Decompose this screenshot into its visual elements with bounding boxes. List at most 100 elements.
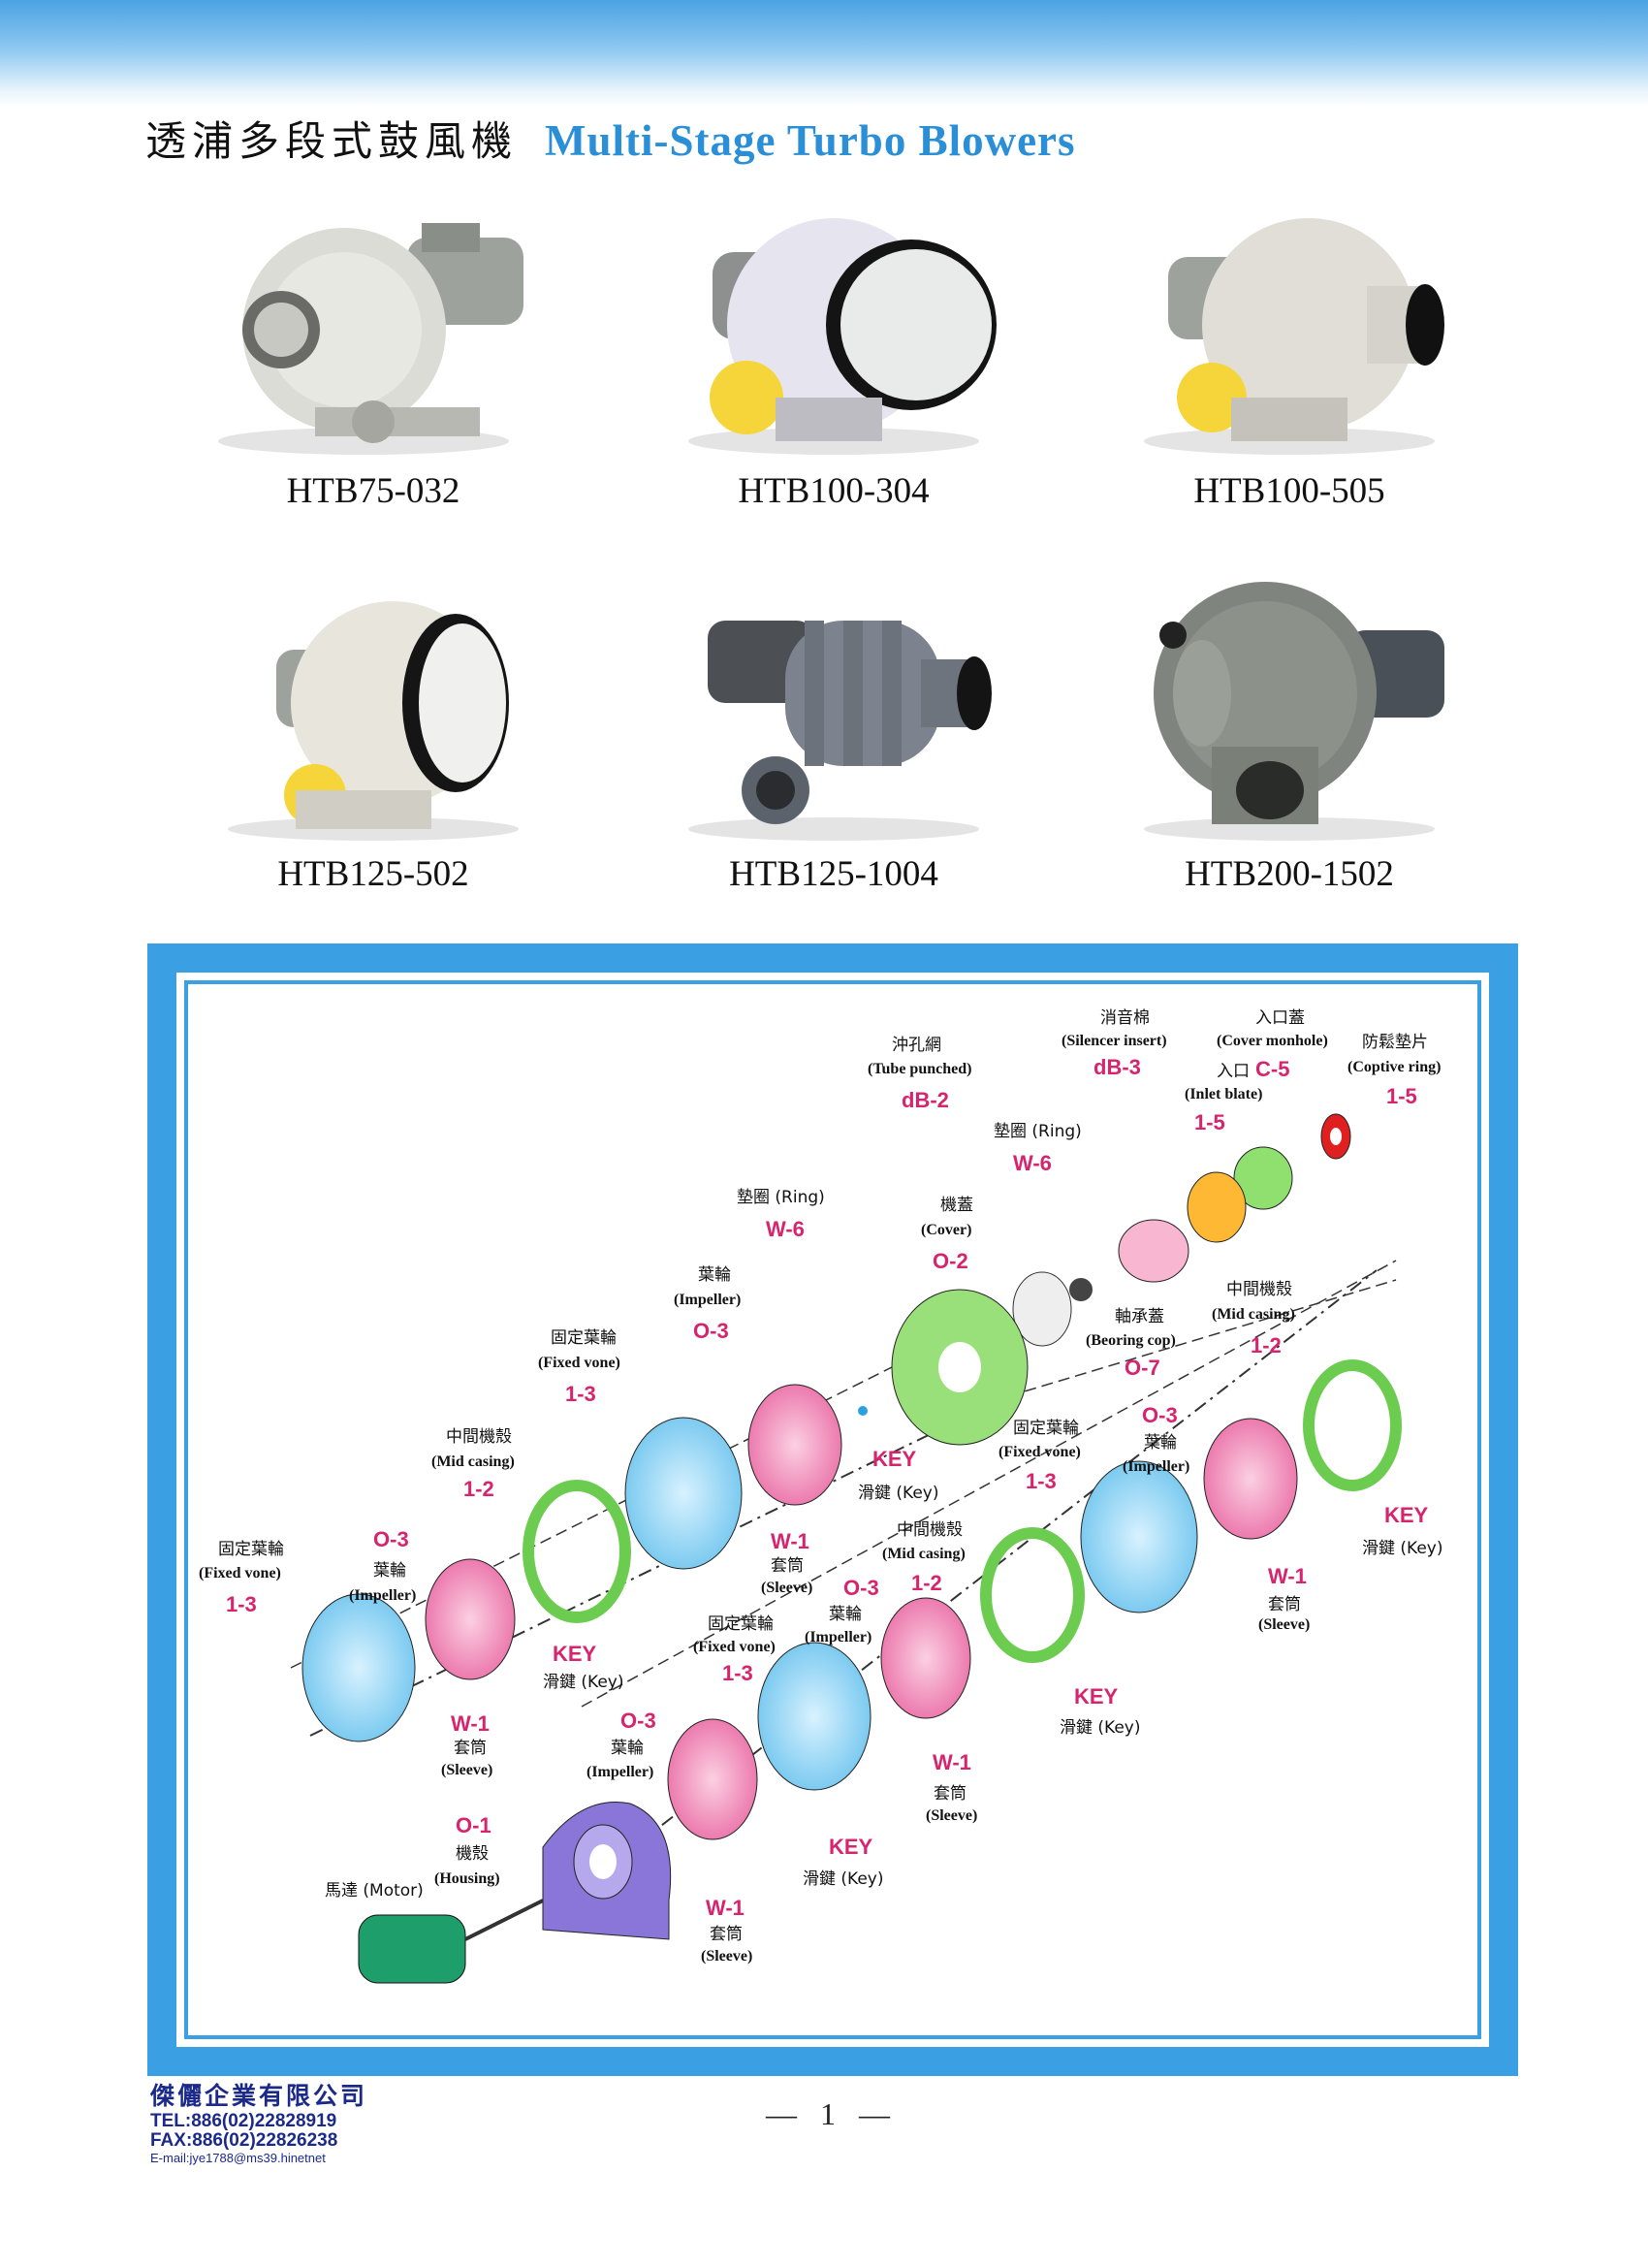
svg-text:KEY: KEY: [829, 1835, 873, 1859]
ring-plate: [1012, 1271, 1072, 1347]
label-key: 滑鍵 (Key) KEY: [1060, 1684, 1141, 1738]
label-fixed-vane: 固定葉輪 (Fixed vone) 1-3: [998, 1419, 1081, 1493]
svg-text:軸承蓋: 軸承蓋: [1115, 1307, 1164, 1326]
label-ring: 墊圈 (Ring) W-6: [994, 1122, 1082, 1175]
label-fixed-vane: 固定葉輪 (Fixed vone) 1-3: [693, 1614, 776, 1685]
title-zh: 透浦多段式鼓風機: [145, 117, 519, 165]
svg-text:套筒: 套筒: [1268, 1595, 1301, 1614]
label-key: 滑鍵 (Key) KEY: [543, 1642, 624, 1692]
label-sleeve: 套筒 (Sleeve) W-1: [701, 1896, 752, 1965]
blower-photo: [688, 218, 997, 455]
svg-text:O-3: O-3: [620, 1709, 656, 1733]
svg-text:W-1: W-1: [451, 1711, 490, 1736]
label-impeller: 葉輪 (Impeller) O-3: [805, 1576, 879, 1645]
impeller: [880, 1597, 971, 1719]
mid-casing: [980, 1527, 1085, 1663]
svg-text:固定葉輪: 固定葉輪: [1013, 1419, 1079, 1438]
label-cover: 機蓋 (Cover) O-2: [921, 1196, 973, 1273]
product-card: HTB125-1004: [620, 582, 1047, 895]
svg-text:滑鍵 (Key): 滑鍵 (Key): [858, 1484, 939, 1503]
svg-text:W-1: W-1: [706, 1896, 745, 1920]
label-sleeve: 套筒 (Sleeve) W-1: [926, 1750, 977, 1824]
exploded-diagram: 沖孔網 (Tube punched) dB-2 消音棉 (Silencer in…: [199, 1008, 1443, 1984]
product-card: HTB75-032: [160, 199, 586, 512]
label-motor: 馬達 (Motor): [325, 1881, 424, 1901]
motor: [358, 1914, 466, 1984]
svg-text:(Fixed vone): (Fixed vone): [199, 1565, 281, 1581]
silencer-insert: [1187, 1171, 1247, 1243]
label-sleeve: 套筒 (Sleeve) W-1: [761, 1529, 812, 1596]
svg-text:入口蓋: 入口蓋: [1255, 1008, 1305, 1028]
inlet-blate: [1233, 1146, 1293, 1210]
svg-text:(Sleeve): (Sleeve): [1258, 1616, 1310, 1633]
svg-text:(Impeller): (Impeller): [805, 1629, 872, 1645]
label-mid-casing: 中間機殼 (Mid casing) 1-2: [431, 1427, 515, 1501]
svg-text:滑鍵 (Key): 滑鍵 (Key): [543, 1673, 624, 1692]
svg-text:1-2: 1-2: [911, 1571, 942, 1595]
company-info: 傑儷企業有限公司 TEL:886(02)22828919 FAX:886(02)…: [150, 2077, 367, 2165]
svg-text:(Impeller): (Impeller): [586, 1764, 653, 1780]
product-model: HTB200-1502: [1185, 854, 1394, 894]
svg-text:(Sleeve): (Sleeve): [926, 1807, 977, 1824]
svg-text:dB-2: dB-2: [902, 1088, 949, 1112]
label-tube-punched: 沖孔網 (Tube punched) dB-2: [868, 1036, 971, 1112]
svg-text:入口: 入口: [1217, 1062, 1250, 1081]
svg-text:(Sleeve): (Sleeve): [441, 1762, 492, 1778]
shaft-axis: [309, 1395, 1009, 1737]
svg-text:O-3: O-3: [1142, 1403, 1178, 1427]
company-tel: TEL:886(02)22828919: [150, 2111, 337, 2131]
svg-text:(Silencer insert): (Silencer insert): [1062, 1033, 1167, 1049]
svg-text:中間機殼: 中間機殼: [897, 1520, 963, 1540]
svg-text:中間機殼: 中間機殼: [1226, 1280, 1292, 1299]
svg-text:(Mid casing): (Mid casing): [1212, 1306, 1295, 1323]
impeller: [425, 1558, 516, 1680]
page-title: 透浦多段式鼓風機 Multi-Stage Turbo Blowers: [145, 109, 1076, 167]
mid-casing: [523, 1480, 631, 1623]
svg-text:1-2: 1-2: [1251, 1333, 1282, 1358]
svg-text:dB-3: dB-3: [1093, 1055, 1141, 1079]
svg-text:1-3: 1-3: [565, 1382, 596, 1406]
svg-text:沖孔網: 沖孔網: [892, 1036, 941, 1055]
svg-text:滑鍵 (Key): 滑鍵 (Key): [803, 1869, 884, 1889]
product-model: HTB125-1004: [729, 854, 938, 894]
company-fax: FAX:886(02)22826238: [150, 2130, 338, 2151]
svg-text:W-6: W-6: [766, 1217, 805, 1241]
company-email: E-mail:jye1788@ms39.hinetnet: [150, 2151, 326, 2165]
blower-photo: [228, 601, 519, 841]
label-impeller: 葉輪 (Impeller) O-3: [349, 1527, 416, 1604]
svg-text:套筒: 套筒: [771, 1556, 804, 1576]
svg-text:機蓋: 機蓋: [940, 1196, 973, 1215]
svg-text:KEY: KEY: [872, 1447, 917, 1471]
svg-text:O-2: O-2: [933, 1249, 968, 1273]
svg-text:(Housing): (Housing): [434, 1870, 500, 1887]
svg-text:1-3: 1-3: [226, 1592, 257, 1616]
svg-text:(Fixed vone): (Fixed vone): [538, 1355, 620, 1371]
svg-text:墊圈 (Ring): 墊圈 (Ring): [994, 1122, 1082, 1141]
svg-text:W-6: W-6: [1013, 1151, 1052, 1175]
svg-text:1-2: 1-2: [463, 1477, 494, 1501]
svg-text:1-5: 1-5: [1194, 1110, 1225, 1134]
label-impeller: 葉輪 (Impeller) O-3: [586, 1709, 656, 1780]
svg-text:(Mid casing): (Mid casing): [431, 1453, 515, 1470]
header-band: [0, 0, 1648, 107]
company-name: 傑儷企業有限公司: [150, 2082, 368, 2110]
label-housing: 機殼 (Housing) O-1: [434, 1813, 500, 1887]
svg-text:1-3: 1-3: [1026, 1469, 1057, 1493]
blower-photo: [1144, 218, 1444, 455]
label-fixed-vane: 固定葉輪 (Fixed vone) 1-3: [199, 1540, 284, 1616]
svg-text:馬達 (Motor): 馬達 (Motor): [325, 1881, 424, 1901]
svg-text:(Beoring cop): (Beoring cop): [1086, 1332, 1176, 1349]
product-card: HTB125-502: [160, 582, 586, 895]
label-fixed-vane: 固定葉輪 (Fixed vone) 1-3: [538, 1328, 620, 1406]
svg-text:O-3: O-3: [843, 1576, 879, 1600]
label-impeller: 葉輪 (Impeller) O-3: [674, 1265, 741, 1343]
impeller: [1203, 1418, 1298, 1540]
label-sleeve: 套筒 (Sleeve) W-1: [1258, 1564, 1310, 1633]
svg-text:(Cover): (Cover): [921, 1222, 971, 1238]
product-card: HTB200-1502: [1076, 582, 1503, 895]
svg-text:葉輪: 葉輪: [1144, 1433, 1177, 1453]
svg-text:葉輪: 葉輪: [373, 1561, 406, 1581]
svg-text:滑鍵 (Key): 滑鍵 (Key): [1362, 1539, 1443, 1558]
blower-photo: [688, 621, 992, 841]
fixed-vane: [624, 1417, 743, 1570]
